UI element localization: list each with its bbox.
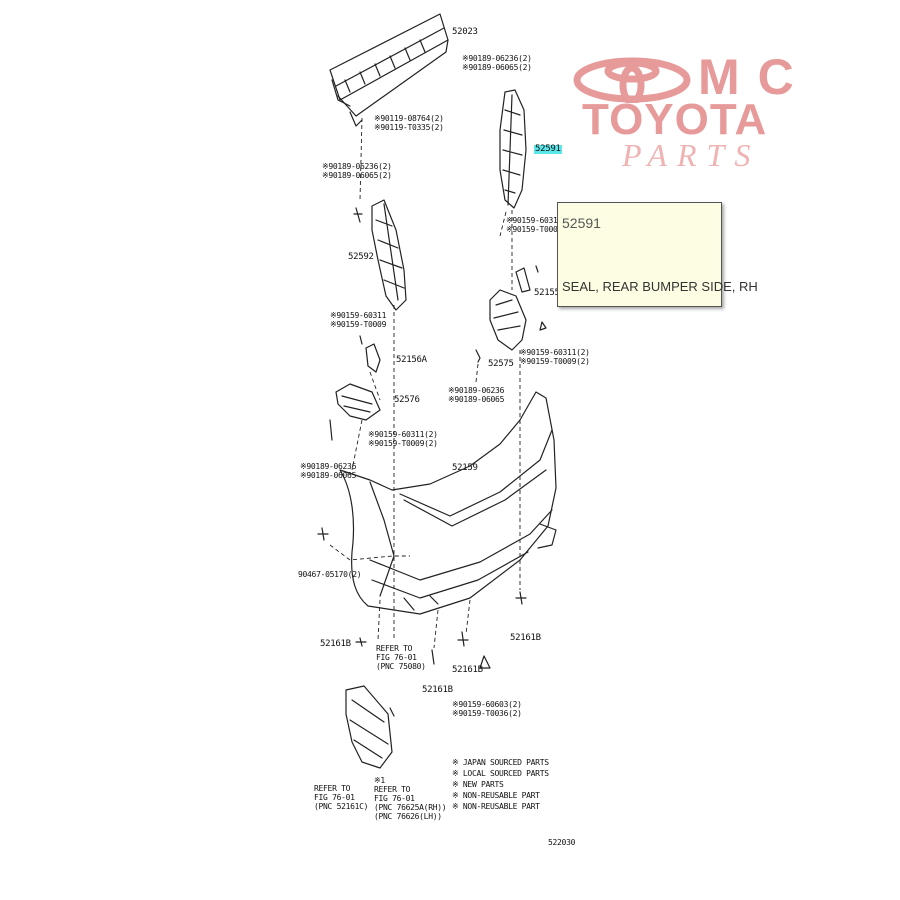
part-52576-retainer[interactable] xyxy=(335,383,381,421)
label-bolt-i1: ※90189-06236 xyxy=(300,462,357,471)
label-bolt-h2: ※90159-T0009(2) xyxy=(368,439,438,448)
label-ref1-line2[interactable]: FIG 76-01 xyxy=(376,653,417,662)
label-ref3-mark: ※1 xyxy=(374,776,385,785)
label-bolt-e2: ※90159-T0009 xyxy=(330,320,387,329)
label-52159[interactable]: 52159 xyxy=(452,463,478,473)
brand-logo: MC TOYOTA PARTS xyxy=(570,49,880,175)
label-bolt-i2: ※90189-06065 xyxy=(300,471,357,480)
label-52161b-right[interactable]: 52161B xyxy=(510,633,541,643)
label-ref3-line2[interactable]: FIG 76-01 xyxy=(374,794,415,803)
label-52161b-left[interactable]: 52161B xyxy=(320,639,351,649)
label-bolt-d2: ※90159-T0009 xyxy=(506,225,563,234)
label-bolt-d1: ※90159-60311 xyxy=(506,216,563,225)
legend-line1: ※ JAPAN SOURCED PARTS xyxy=(452,758,549,767)
label-ref3-line4[interactable]: (PNC 76626(LH)) xyxy=(374,812,442,821)
legend-line3: ※ NEW PARTS xyxy=(452,780,504,789)
label-bolt-g1: ※90189-06236 xyxy=(448,386,505,395)
label-bolt-k2: ※90159-T0036(2) xyxy=(452,709,522,718)
brand-toyota: TOYOTA xyxy=(582,95,768,144)
label-bolt-k1: ※90159-60603(2) xyxy=(452,700,522,709)
label-bolt-b2: ※90119-T0335(2) xyxy=(374,123,444,132)
label-52575[interactable]: 52575 xyxy=(488,359,514,369)
label-52161b-center[interactable]: 52161B xyxy=(452,665,483,675)
mudguard[interactable] xyxy=(345,685,393,769)
label-bolt-b1: ※90119-08764(2) xyxy=(374,114,444,123)
legend-line4: ※ NON-REUSABLE PART xyxy=(452,791,540,800)
label-bolt-e1: ※90159-60311 xyxy=(330,311,387,320)
label-bolt-c2: ※90189-06065(2) xyxy=(322,171,392,180)
part-tooltip: 52591 SEAL, REAR BUMPER SIDE, RH xyxy=(557,202,758,307)
part-52156a-bracket[interactable] xyxy=(365,343,381,373)
figure-code: 522030 xyxy=(548,838,576,847)
label-52592[interactable]: 52592 xyxy=(348,252,374,262)
part-52155-bracket[interactable] xyxy=(489,267,531,351)
label-52161b-lower[interactable]: 52161B xyxy=(422,685,453,695)
part-52592-seal-lh[interactable] xyxy=(371,199,407,311)
clips xyxy=(317,207,547,717)
label-bolt-g2: ※90189-06065 xyxy=(448,395,505,404)
label-bolt-h1: ※90159-60311(2) xyxy=(368,430,438,439)
legend-line5: ※ NON-REUSABLE PART xyxy=(452,802,540,811)
label-ref2-line2[interactable]: FIG 76-01 xyxy=(314,793,355,802)
label-bolt-a2: ※90189-06065(2) xyxy=(462,63,532,72)
label-ref2-line3[interactable]: (PNC 52161C) xyxy=(314,802,369,811)
label-ref1-line1[interactable]: REFER TO xyxy=(376,644,413,653)
label-52155[interactable]: 52155 xyxy=(534,288,560,298)
part-52591-seal-rh[interactable] xyxy=(499,89,527,209)
label-ref1-line3[interactable]: (PNC 75080) xyxy=(376,662,426,671)
label-bolt-f1: ※90159-60311(2) xyxy=(520,348,590,357)
label-ref2-line1[interactable]: REFER TO xyxy=(314,784,351,793)
brand-parts: PARTS xyxy=(622,137,761,173)
label-52591-highlighted[interactable]: 52591 xyxy=(534,144,562,154)
label-bolt-c1: ※90189-06236(2) xyxy=(322,162,392,171)
legend-line2: ※ LOCAL SOURCED PARTS xyxy=(452,769,549,778)
part-52159-bumper-cover[interactable] xyxy=(339,391,557,615)
tooltip-part-name: SEAL, REAR BUMPER SIDE, RH xyxy=(562,279,758,294)
part-52023-reinforcement[interactable] xyxy=(329,13,449,127)
toyota-emblem-icon xyxy=(573,57,691,103)
label-52023[interactable]: 52023 xyxy=(452,27,478,37)
brand-mc: MC xyxy=(698,49,812,105)
leader-lines xyxy=(329,117,521,649)
label-bolt-f2: ※90159-T0009(2) xyxy=(520,357,590,366)
part-52575-retainer[interactable] xyxy=(475,349,481,363)
label-screw-j1: 90467-05170(2) xyxy=(298,570,362,579)
tooltip-part-code: 52591 xyxy=(562,215,601,231)
label-ref3-line1[interactable]: REFER TO xyxy=(374,785,411,794)
label-ref3-line3[interactable]: (PNC 76625A(RH)) xyxy=(374,803,447,812)
label-52156a[interactable]: 52156A xyxy=(396,355,427,365)
label-bolt-a1: ※90189-06236(2) xyxy=(462,54,532,63)
label-52576[interactable]: 52576 xyxy=(394,395,420,405)
